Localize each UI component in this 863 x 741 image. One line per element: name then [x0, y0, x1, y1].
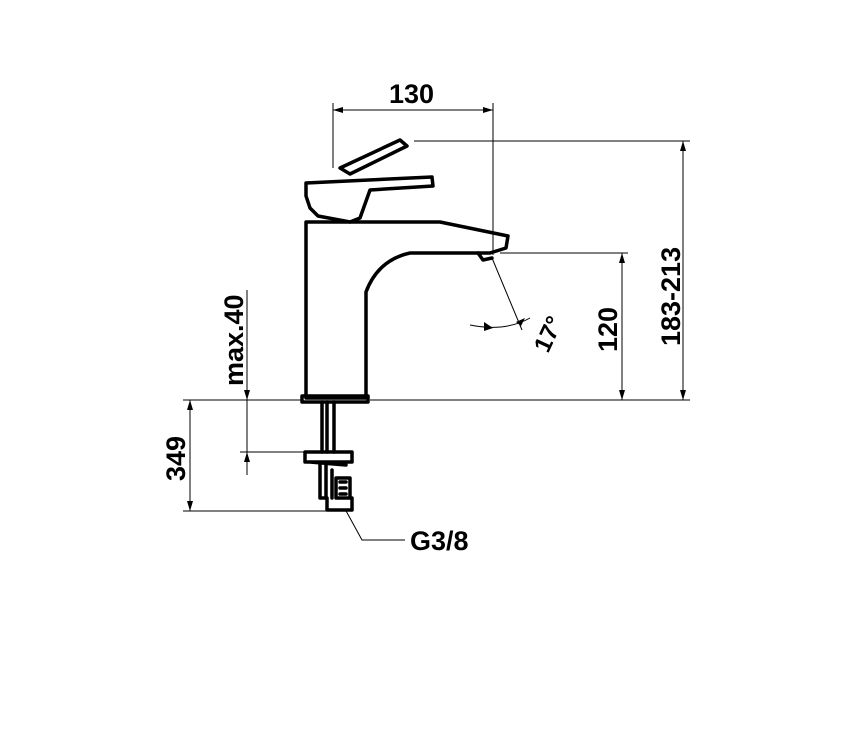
label-max-40: max.40: [219, 294, 249, 386]
dimension-130: [332, 103, 494, 255]
mounting-shank: [320, 400, 336, 454]
label-17-degrees: 17°: [529, 312, 569, 356]
lever-blade: [338, 138, 409, 176]
dimension-120: [500, 252, 628, 400]
aerator: [476, 251, 494, 262]
faucet-outline: [300, 138, 510, 512]
label-349: 349: [161, 436, 191, 481]
leader-g38: [344, 508, 405, 541]
spout-body: [304, 220, 510, 400]
lever-handle: [304, 175, 435, 224]
label-183-213: 183-213: [656, 247, 686, 346]
mounting-nut: [303, 450, 354, 467]
dimension-183-213: [370, 140, 690, 401]
hose-connector: [325, 496, 354, 512]
dimension-max-40: [240, 290, 305, 475]
lower-thread: [318, 463, 352, 500]
label-130: 130: [389, 79, 434, 109]
label-120: 120: [593, 307, 623, 352]
dimension-angle-17: [469, 257, 531, 331]
dimension-349: [183, 399, 327, 512]
label-g3-8: G3/8: [410, 526, 469, 556]
